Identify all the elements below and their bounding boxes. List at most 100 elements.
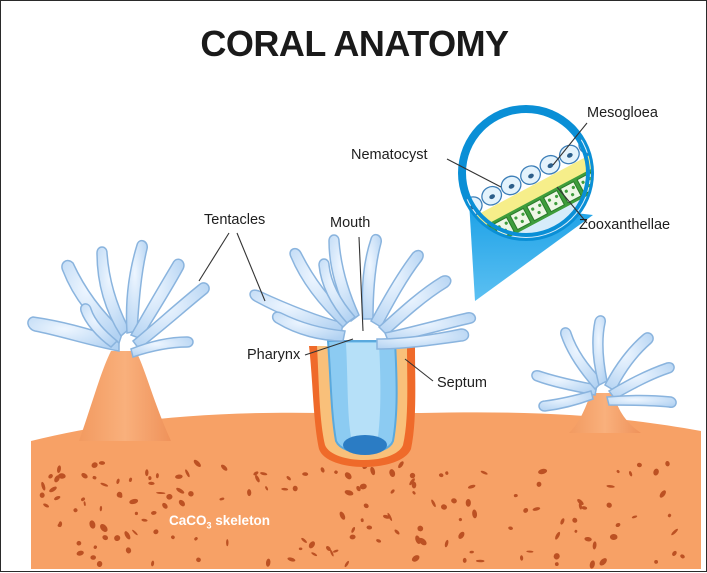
tentacles-leader-right: [236, 232, 266, 302]
skeleton-pore: [48, 474, 53, 479]
algae-granule: [554, 194, 559, 198]
skeleton-pore: [387, 512, 393, 521]
skeleton-pore: [178, 499, 185, 507]
skeleton-pore: [81, 497, 85, 502]
skeleton-pore: [412, 491, 416, 495]
epidermis-cell: [461, 206, 464, 227]
skeleton-pore: [359, 483, 367, 490]
skeleton-pore: [156, 491, 166, 495]
algae-granule: [514, 216, 518, 220]
skeleton-pore: [609, 533, 618, 541]
pharynx-leader: [304, 338, 354, 356]
skeleton-pore: [356, 485, 361, 492]
nematocyst-capsule: [567, 152, 573, 158]
skeleton-pore: [363, 503, 369, 509]
skeleton-pore: [513, 493, 518, 498]
skeleton-pore: [409, 478, 415, 486]
zooxanthellae-cell: [594, 164, 615, 185]
nematocyst-leader: [446, 158, 502, 188]
skeleton-pore: [667, 513, 672, 518]
skeleton-pore: [76, 540, 82, 546]
diagram-title: CORAL ANATOMY: [200, 23, 509, 64]
skeleton-pore: [302, 472, 309, 476]
skeleton-pore: [665, 461, 670, 467]
skeleton-pore: [554, 562, 559, 566]
skeleton-pore: [480, 470, 488, 475]
skeleton-pore: [194, 537, 198, 541]
skeleton-pore: [134, 511, 139, 516]
skeleton-pore: [171, 535, 175, 540]
skeleton-pore: [128, 477, 133, 482]
tentacles-leader-left: [198, 232, 230, 282]
skeleton-label-subscript: 3: [206, 520, 212, 531]
gastric-cavity: [343, 435, 387, 455]
algae-granule: [547, 198, 552, 202]
skeleton-pore: [415, 535, 421, 544]
skeleton-pore: [536, 481, 542, 487]
skeleton-pore: [320, 467, 325, 473]
skeleton-pore: [555, 531, 561, 540]
skeleton-pore: [519, 555, 524, 561]
skeleton-pore: [58, 473, 66, 479]
skeleton-pore: [616, 469, 620, 474]
skeleton-pore: [599, 558, 607, 566]
skeleton-pore: [411, 555, 420, 562]
nematocyst-capsule: [508, 183, 515, 189]
zooxanthellae-cell: [611, 155, 632, 176]
label-skeleton: CaCO3 skeleton: [169, 513, 270, 531]
algae-granule: [564, 189, 568, 193]
skeleton-pore: [344, 560, 350, 568]
skeleton-pore: [148, 476, 152, 481]
skeleton-pore: [89, 520, 96, 529]
skeleton-pore: [458, 531, 465, 539]
algae-granule: [463, 243, 467, 247]
skeleton-pore: [193, 459, 201, 468]
skeleton-pore: [92, 475, 97, 480]
skeleton-pore: [394, 529, 400, 535]
skeleton-pore: [581, 506, 588, 510]
skeleton-pore: [292, 485, 298, 492]
skeleton-pore: [606, 485, 615, 488]
skeleton-pore: [680, 554, 685, 559]
skeleton-pore: [132, 529, 138, 536]
skeleton-pore: [311, 552, 318, 557]
skeleton-pore: [366, 525, 373, 530]
skeleton-pore: [287, 557, 296, 562]
skeleton-pore: [57, 465, 61, 474]
skeleton-pore: [351, 526, 356, 533]
skeleton-label-suffix: skeleton: [211, 513, 271, 528]
zooxanthellae-cell: [542, 189, 566, 213]
skeleton-pore: [472, 509, 478, 519]
mouth-leader: [358, 236, 364, 332]
skeleton-pore: [81, 472, 88, 479]
skeleton-pore: [445, 471, 449, 475]
skeleton-pore: [654, 560, 659, 564]
label-mouth: Mouth: [330, 215, 371, 231]
skeleton-pore: [175, 474, 183, 479]
nematocyst-capsule: [450, 214, 457, 221]
zooxanthellae-cell: [526, 198, 549, 222]
algae-granule: [521, 212, 525, 216]
skeleton-pore: [166, 493, 173, 500]
septum-leader: [404, 358, 434, 382]
skeleton-pore: [398, 461, 404, 469]
skeleton-pore: [508, 526, 513, 530]
skeleton-pore: [441, 504, 447, 510]
skeleton-pore: [286, 476, 291, 481]
label-pharynx: Pharynx: [247, 347, 301, 363]
skeleton-pore: [631, 515, 638, 519]
skeleton-pore: [538, 468, 548, 475]
skeleton-pore: [76, 550, 84, 556]
skeleton-pore: [125, 547, 132, 554]
right-polyp-tentacles: [531, 315, 677, 412]
skeleton-pore: [247, 489, 252, 497]
nematocyst-capsule: [605, 131, 612, 138]
algae-granule: [538, 203, 542, 207]
skeleton-pore: [54, 495, 61, 501]
skeleton-pore: [96, 561, 103, 567]
tissue-magnifier: [450, 105, 632, 301]
skeleton-pore: [148, 481, 155, 486]
skeleton-pore: [560, 518, 565, 525]
algae-granule: [531, 207, 535, 211]
skeleton-pore: [116, 491, 123, 498]
